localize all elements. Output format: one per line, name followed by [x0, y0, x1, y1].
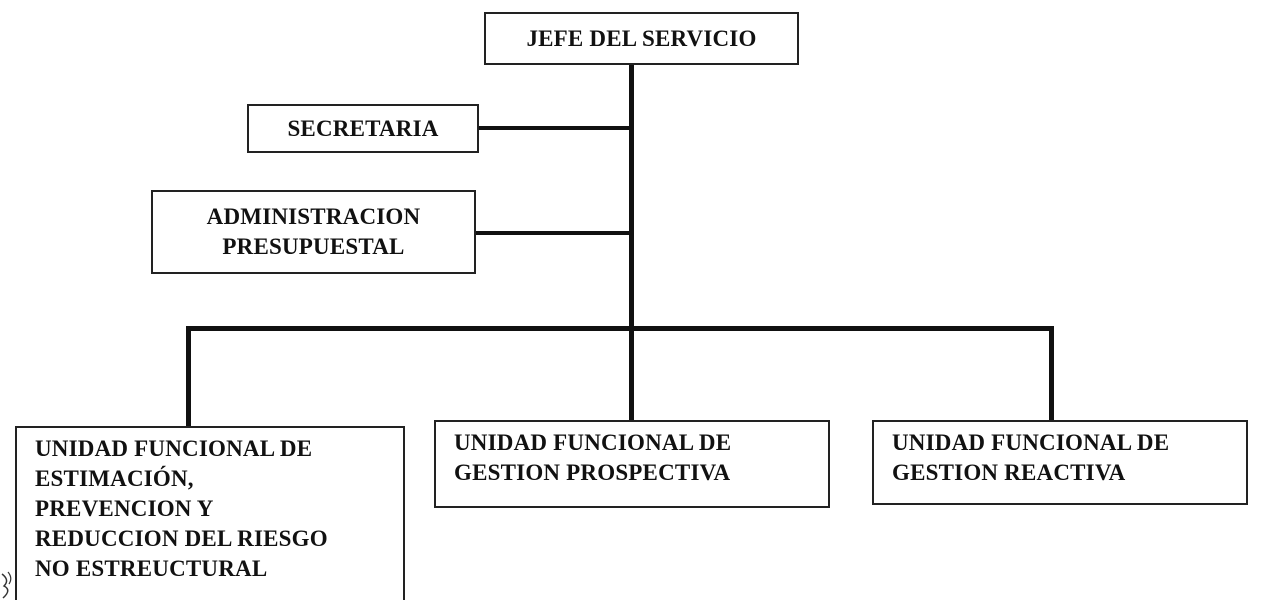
- unit-label: ESTIMACIÓN,: [35, 466, 194, 491]
- administracion-branch-line: [475, 231, 633, 235]
- unit-label: UNIDAD FUNCIONAL DE: [454, 428, 828, 458]
- unit-label-part: DE: [698, 430, 732, 455]
- unit-label: GESTION REACTIVA: [892, 460, 1126, 485]
- unit-label: GESTION PROSPECTIVA: [454, 460, 731, 485]
- head-trunk-line: [629, 64, 634, 424]
- staff-box-administracion: ADMINISTRACION PRESUPUESTAL: [151, 190, 476, 274]
- unit-label-part: UNIDAD FUNCIONAL: [454, 430, 693, 455]
- units-horizontal-line: [186, 326, 1054, 331]
- unit-label: UNIDAD FUNCIONAL DE: [892, 430, 1170, 455]
- staff-box-secretaria: SECRETARIA: [247, 104, 479, 153]
- stamp-mark-icon: [1, 571, 12, 599]
- staff-label: ADMINISTRACION: [206, 204, 421, 229]
- staff-label: PRESUPUESTAL: [222, 234, 405, 259]
- unit-right-drop-line: [1049, 326, 1054, 422]
- unit-label: PREVENCION Y: [35, 496, 214, 521]
- head-box: JEFE DEL SERVICIO: [484, 12, 799, 65]
- unit-left-drop-line: [186, 326, 191, 428]
- secretaria-branch-line: [478, 126, 633, 130]
- head-label: JEFE DEL SERVICIO: [526, 25, 757, 51]
- staff-label: SECRETARIA: [287, 115, 439, 141]
- unit-box-estimacion: UNIDAD FUNCIONAL DE ESTIMACIÓN, PREVENCI…: [15, 426, 405, 600]
- unit-box-reactiva: UNIDAD FUNCIONAL DE GESTION REACTIVA: [872, 420, 1248, 505]
- unit-label: UNIDAD FUNCIONAL DE: [35, 436, 313, 461]
- unit-label: REDUCCION DEL RIESGO: [35, 526, 328, 551]
- unit-box-prospectiva: UNIDAD FUNCIONAL DE GESTION PROSPECTIVA: [434, 420, 830, 508]
- unit-label: NO ESTREUCTURAL: [35, 556, 268, 581]
